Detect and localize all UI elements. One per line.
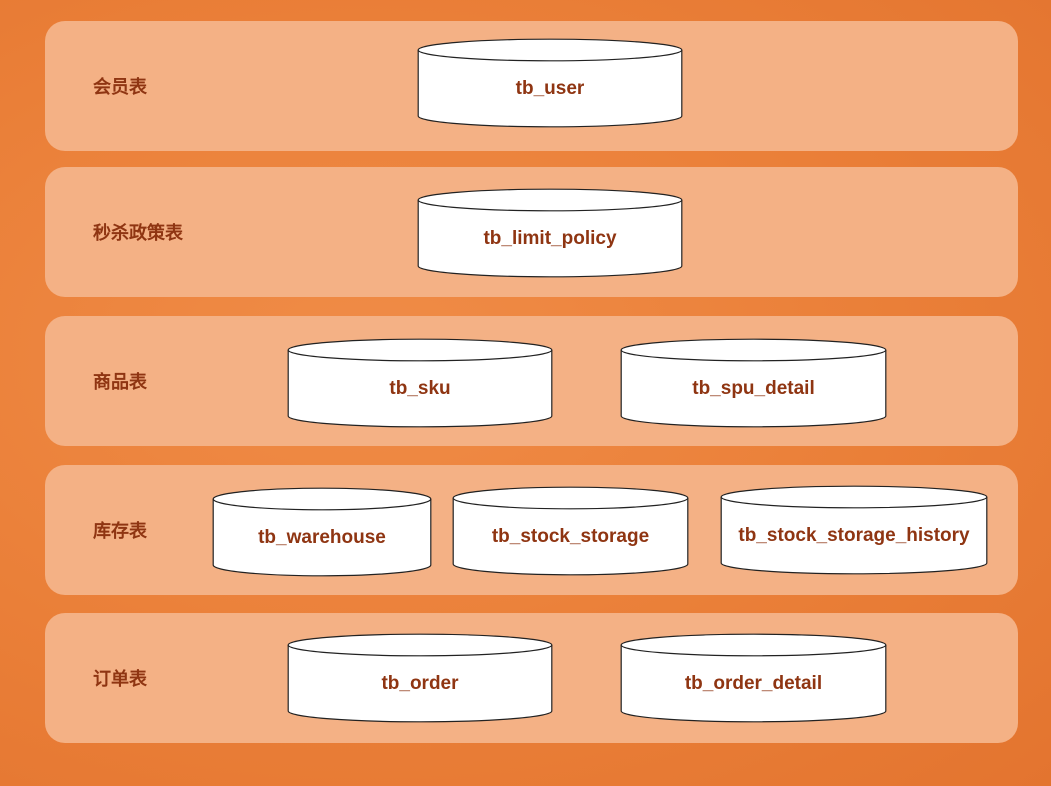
table-cylinder-tb-sku: tb_sku bbox=[287, 338, 553, 428]
cylinder-body bbox=[620, 350, 887, 428]
table-cylinder-tb-warehouse: tb_warehouse bbox=[212, 487, 432, 577]
cylinder-top bbox=[417, 188, 683, 212]
table-name-label: tb_order_detail bbox=[684, 673, 823, 694]
cylinder-top bbox=[620, 633, 887, 657]
cylinder-body bbox=[287, 645, 553, 723]
cylinder-body bbox=[212, 499, 432, 577]
cylinder-top bbox=[620, 338, 887, 362]
cylinder-top bbox=[720, 485, 988, 509]
table-cylinder-tb-limit-policy: tb_limit_policy bbox=[417, 188, 683, 278]
cylinder-top bbox=[287, 633, 553, 657]
cylinder-shape bbox=[287, 338, 553, 428]
cylinder-body bbox=[417, 200, 683, 278]
table-cylinder-tb-order: tb_order bbox=[287, 633, 553, 723]
cylinder-shape bbox=[212, 487, 432, 577]
table-name-label: tb_stock_storage bbox=[491, 526, 650, 547]
cylinder-body bbox=[417, 50, 683, 128]
cylinder-shape bbox=[620, 633, 887, 723]
cylinder-body bbox=[620, 645, 887, 723]
cylinder-shape bbox=[417, 188, 683, 278]
cylinder-top bbox=[212, 487, 432, 511]
cylinder-top bbox=[417, 38, 683, 62]
cylinder-shape bbox=[720, 485, 988, 575]
cylinder-top bbox=[452, 486, 689, 510]
table-name-label: tb_sku bbox=[389, 378, 451, 399]
table-name-label: tb_order bbox=[381, 673, 459, 694]
table-name-label: tb_limit_policy bbox=[483, 228, 617, 249]
table-name-label: tb_spu_detail bbox=[692, 378, 815, 399]
group-label: 订单表 bbox=[93, 669, 147, 689]
table-name-label: tb_warehouse bbox=[258, 527, 386, 548]
group-label: 秒杀政策表 bbox=[93, 223, 183, 243]
table-cylinder-tb-stock-storage-history: tb_stock_storage_history bbox=[720, 485, 988, 575]
cylinder-shape bbox=[287, 633, 553, 723]
group-label: 商品表 bbox=[93, 372, 147, 392]
cylinder-shape bbox=[452, 486, 689, 576]
cylinder-shape bbox=[620, 338, 887, 428]
table-name-label: tb_user bbox=[515, 78, 585, 99]
cylinder-top bbox=[287, 338, 553, 362]
table-cylinder-tb-user: tb_user bbox=[417, 38, 683, 128]
table-cylinder-tb-stock-storage: tb_stock_storage bbox=[452, 486, 689, 576]
table-name-label: tb_stock_storage_history bbox=[738, 525, 970, 546]
table-cylinder-tb-order-detail: tb_order_detail bbox=[620, 633, 887, 723]
cylinder-body bbox=[720, 497, 988, 575]
cylinder-shape bbox=[417, 38, 683, 128]
group-label: 库存表 bbox=[93, 521, 147, 541]
cylinder-body bbox=[452, 498, 689, 576]
cylinder-body bbox=[287, 350, 553, 428]
group-label: 会员表 bbox=[93, 77, 147, 97]
table-cylinder-tb-spu-detail: tb_spu_detail bbox=[620, 338, 887, 428]
